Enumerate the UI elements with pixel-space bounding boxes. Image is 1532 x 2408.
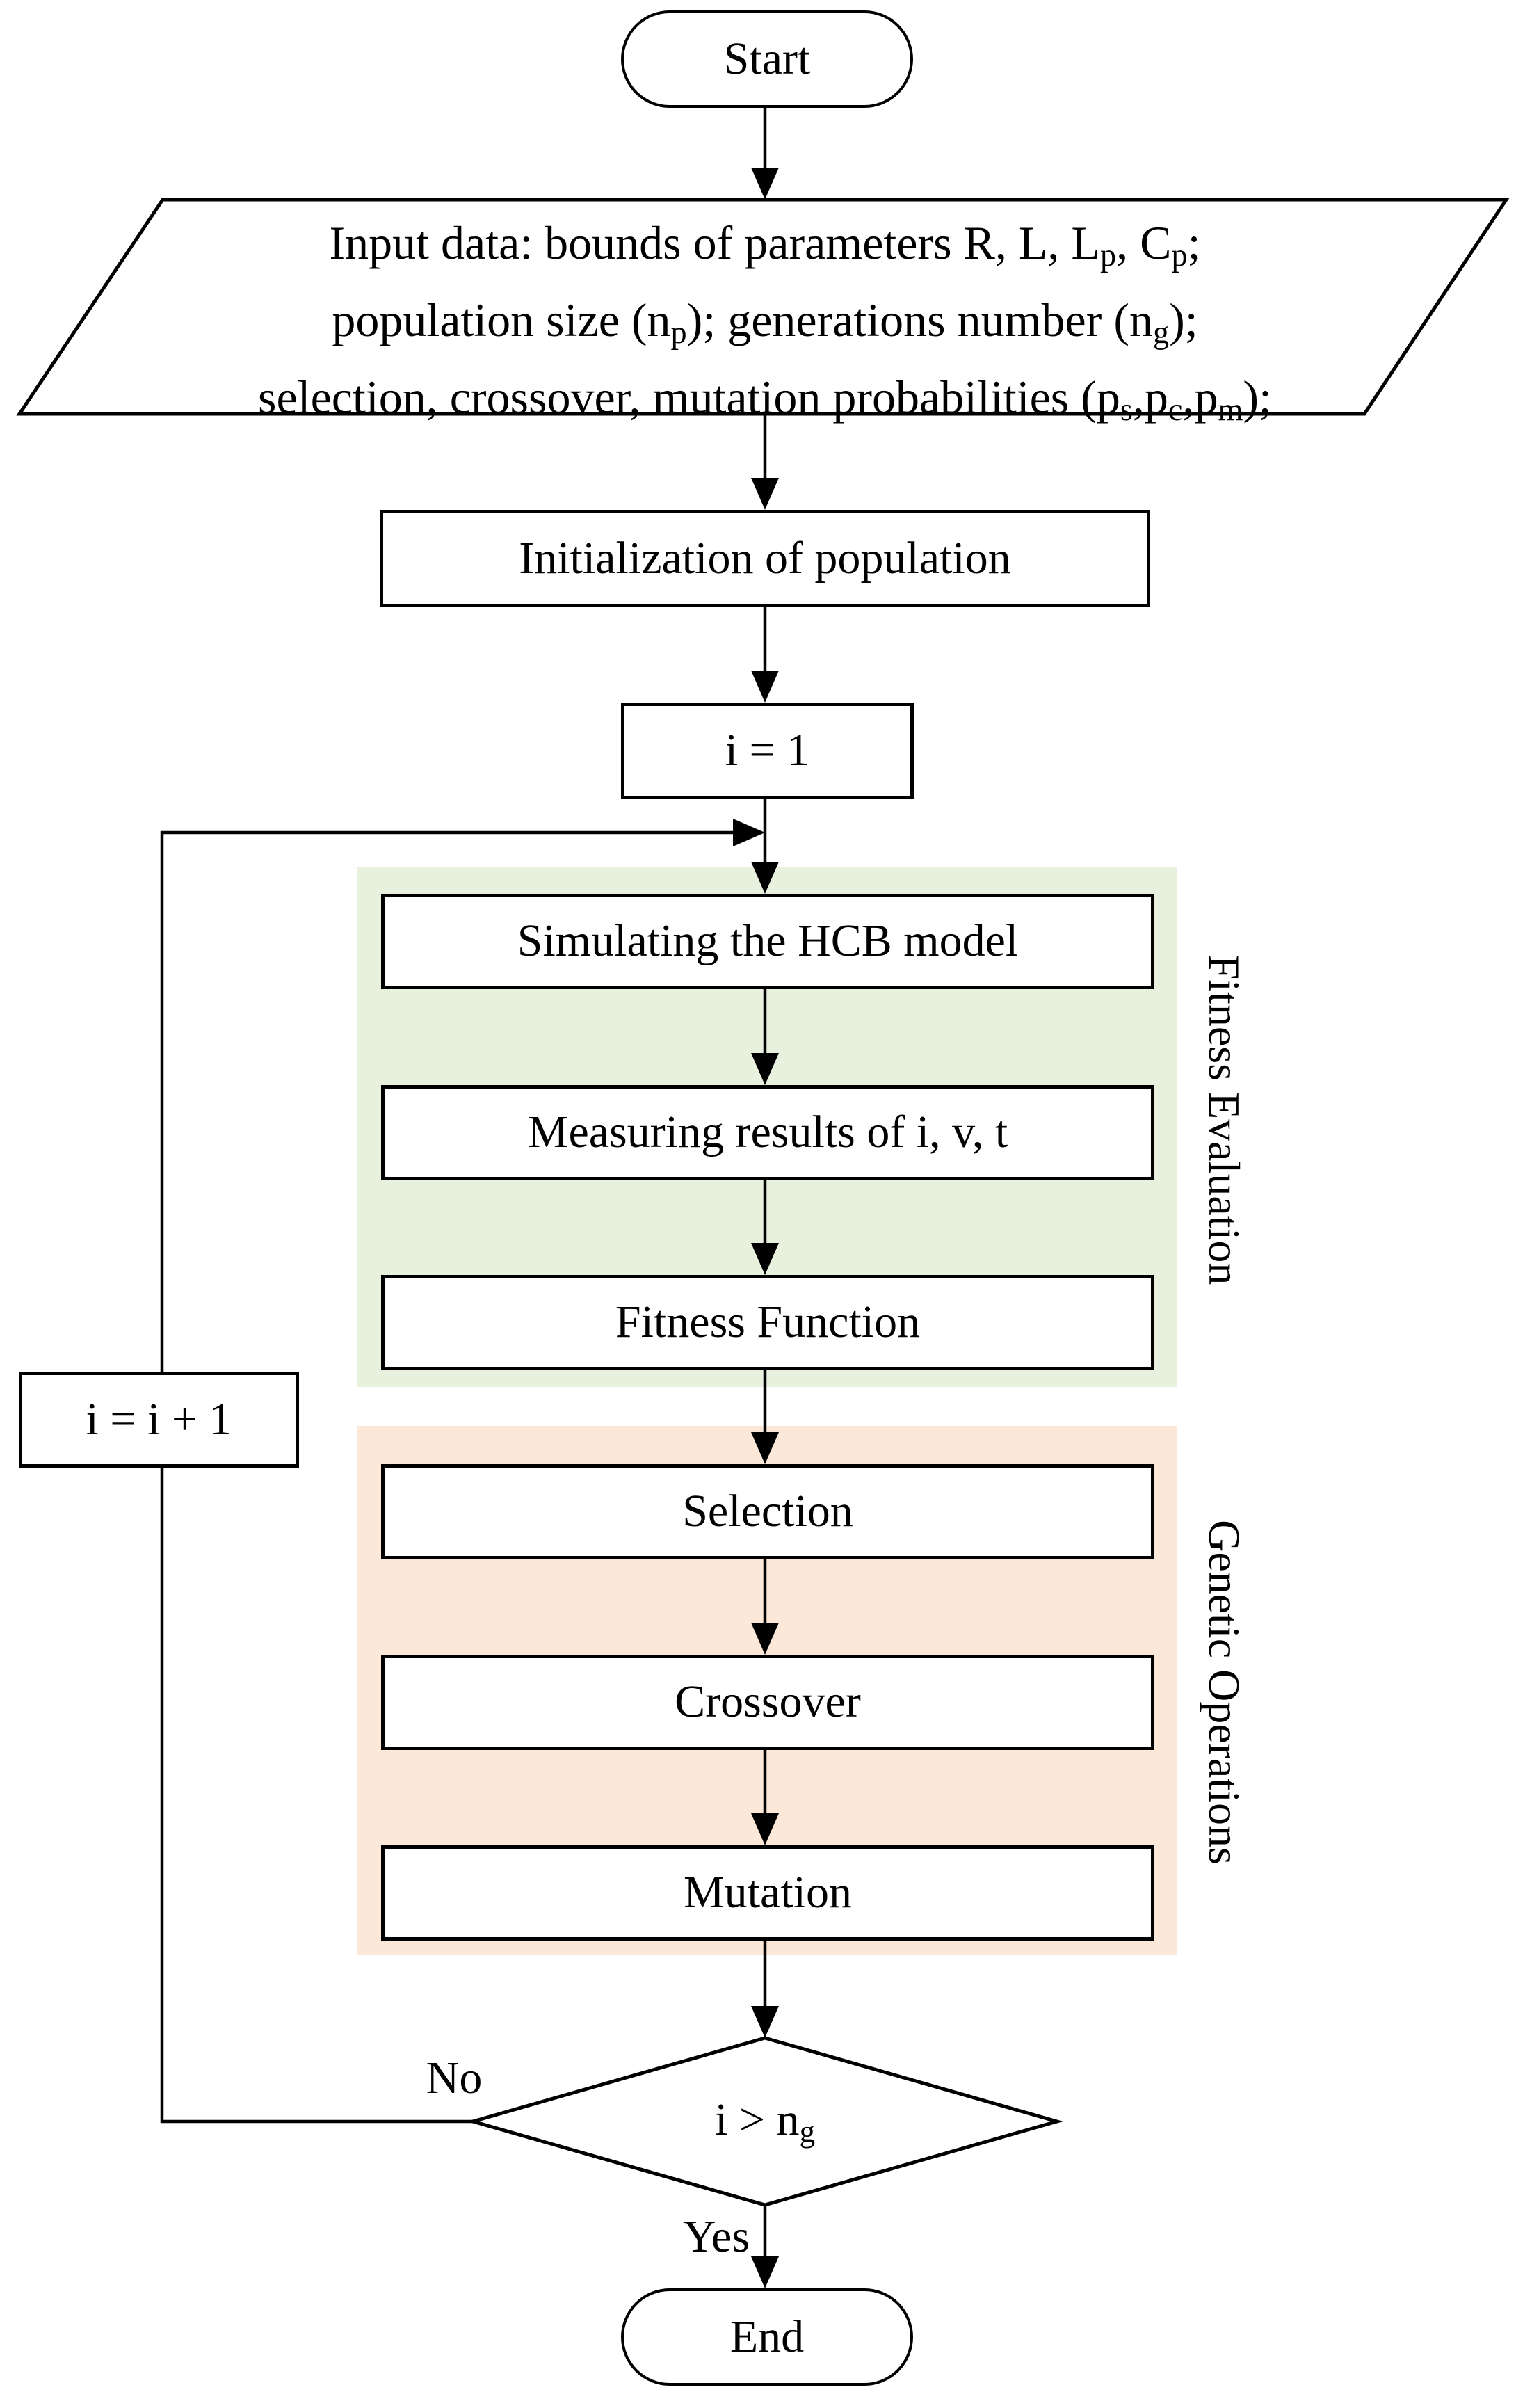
subscript-text: g — [1153, 315, 1170, 351]
input-line-3: selection, crossover, mutation probabili… — [104, 362, 1426, 439]
text-segment: ); — [1169, 294, 1198, 346]
increment-i-node: i = i + 1 — [19, 1372, 299, 1468]
mutation-label: Mutation — [684, 1867, 852, 1918]
arrowhead-down-icon — [751, 2256, 779, 2288]
genetic-operations-caption: Genetic Operations — [1198, 1449, 1250, 1936]
text-segment: population size (n — [332, 294, 671, 346]
branch-no-label: No — [385, 2052, 524, 2105]
arrowhead-right-icon — [733, 819, 765, 846]
initialization-label: Initialization of population — [519, 532, 1011, 584]
end-label: End — [729, 2311, 805, 2362]
arrowhead-down-icon — [751, 1432, 779, 1464]
text-segment: ; — [1187, 216, 1201, 269]
crossover-label: Crossover — [675, 1676, 861, 1728]
selection-node: Selection — [381, 1464, 1154, 1559]
arrowhead-down-icon — [751, 671, 779, 703]
subscript-text: p — [1099, 238, 1117, 274]
no-text: No — [426, 2053, 483, 2103]
subscript-text: p — [1171, 238, 1188, 274]
subscript-text: g — [799, 2113, 815, 2149]
arrowhead-down-icon — [751, 862, 779, 894]
measure-results-node: Measuring results of i, v, t — [381, 1085, 1154, 1180]
simulate-hcb-node: Simulating the HCB model — [381, 894, 1154, 989]
text-segment: selection, crossover, mutation probabili… — [258, 371, 1120, 424]
text-segment: ,p — [1182, 371, 1218, 424]
input-parallelogram-shape — [16, 198, 1510, 416]
text-segment: ); — [1243, 371, 1272, 424]
set-i-label: i = 1 — [725, 725, 810, 776]
fitness-function-node: Fitness Function — [381, 1275, 1154, 1370]
connector-loop-back — [160, 830, 734, 2124]
subscript-text: p — [670, 315, 687, 351]
arrowhead-down-icon — [751, 2006, 779, 2038]
yes-text: Yes — [682, 2211, 750, 2262]
increment-i-label: i = i + 1 — [86, 1393, 232, 1445]
arrowhead-down-icon — [751, 1813, 779, 1845]
measure-results-label: Measuring results of i, v, t — [527, 1107, 1008, 1158]
decision-condition-text: i > ng — [591, 2094, 939, 2149]
text-segment: Input data: bounds of parameters R, L, L — [329, 216, 1100, 269]
input-line-1: Input data: bounds of parameters R, L, L… — [104, 207, 1426, 284]
text-segment: ); generations number (n — [686, 294, 1154, 346]
text-segment: , C — [1116, 216, 1172, 269]
fitness-function-label: Fitness Function — [615, 1297, 921, 1348]
fitness-evaluation-caption: Fitness Evaluation — [1198, 911, 1250, 1329]
arrowhead-down-icon — [751, 168, 779, 200]
input-data-node-text: Input data: bounds of parameters R, L, L… — [104, 207, 1426, 439]
start-node: Start — [621, 10, 913, 108]
crossover-node: Crossover — [381, 1655, 1154, 1750]
subscript-text: m — [1218, 392, 1243, 428]
arrowhead-down-icon — [751, 478, 779, 510]
arrowhead-down-icon — [751, 1243, 779, 1275]
initialization-node: Initialization of population — [380, 510, 1150, 607]
fitness-evaluation-text: Fitness Evaluation — [1200, 954, 1249, 1285]
subscript-text: c — [1168, 392, 1183, 428]
selection-label: Selection — [682, 1486, 853, 1537]
start-label: Start — [723, 33, 811, 84]
arrowhead-down-icon — [751, 1623, 779, 1655]
branch-yes-label: Yes — [647, 2210, 786, 2263]
set-i-node: i = 1 — [621, 703, 914, 799]
text-segment: ,p — [1132, 371, 1168, 424]
simulate-hcb-label: Simulating the HCB model — [517, 915, 1019, 967]
genetic-operations-text: Genetic Operations — [1200, 1520, 1249, 1865]
text-segment: i > n — [715, 2094, 800, 2145]
input-line-2: population size (np); generations number… — [104, 284, 1426, 362]
subscript-text: s — [1120, 392, 1133, 428]
arrowhead-down-icon — [751, 1053, 779, 1085]
mutation-node: Mutation — [381, 1845, 1154, 1941]
end-node: End — [621, 2288, 913, 2386]
